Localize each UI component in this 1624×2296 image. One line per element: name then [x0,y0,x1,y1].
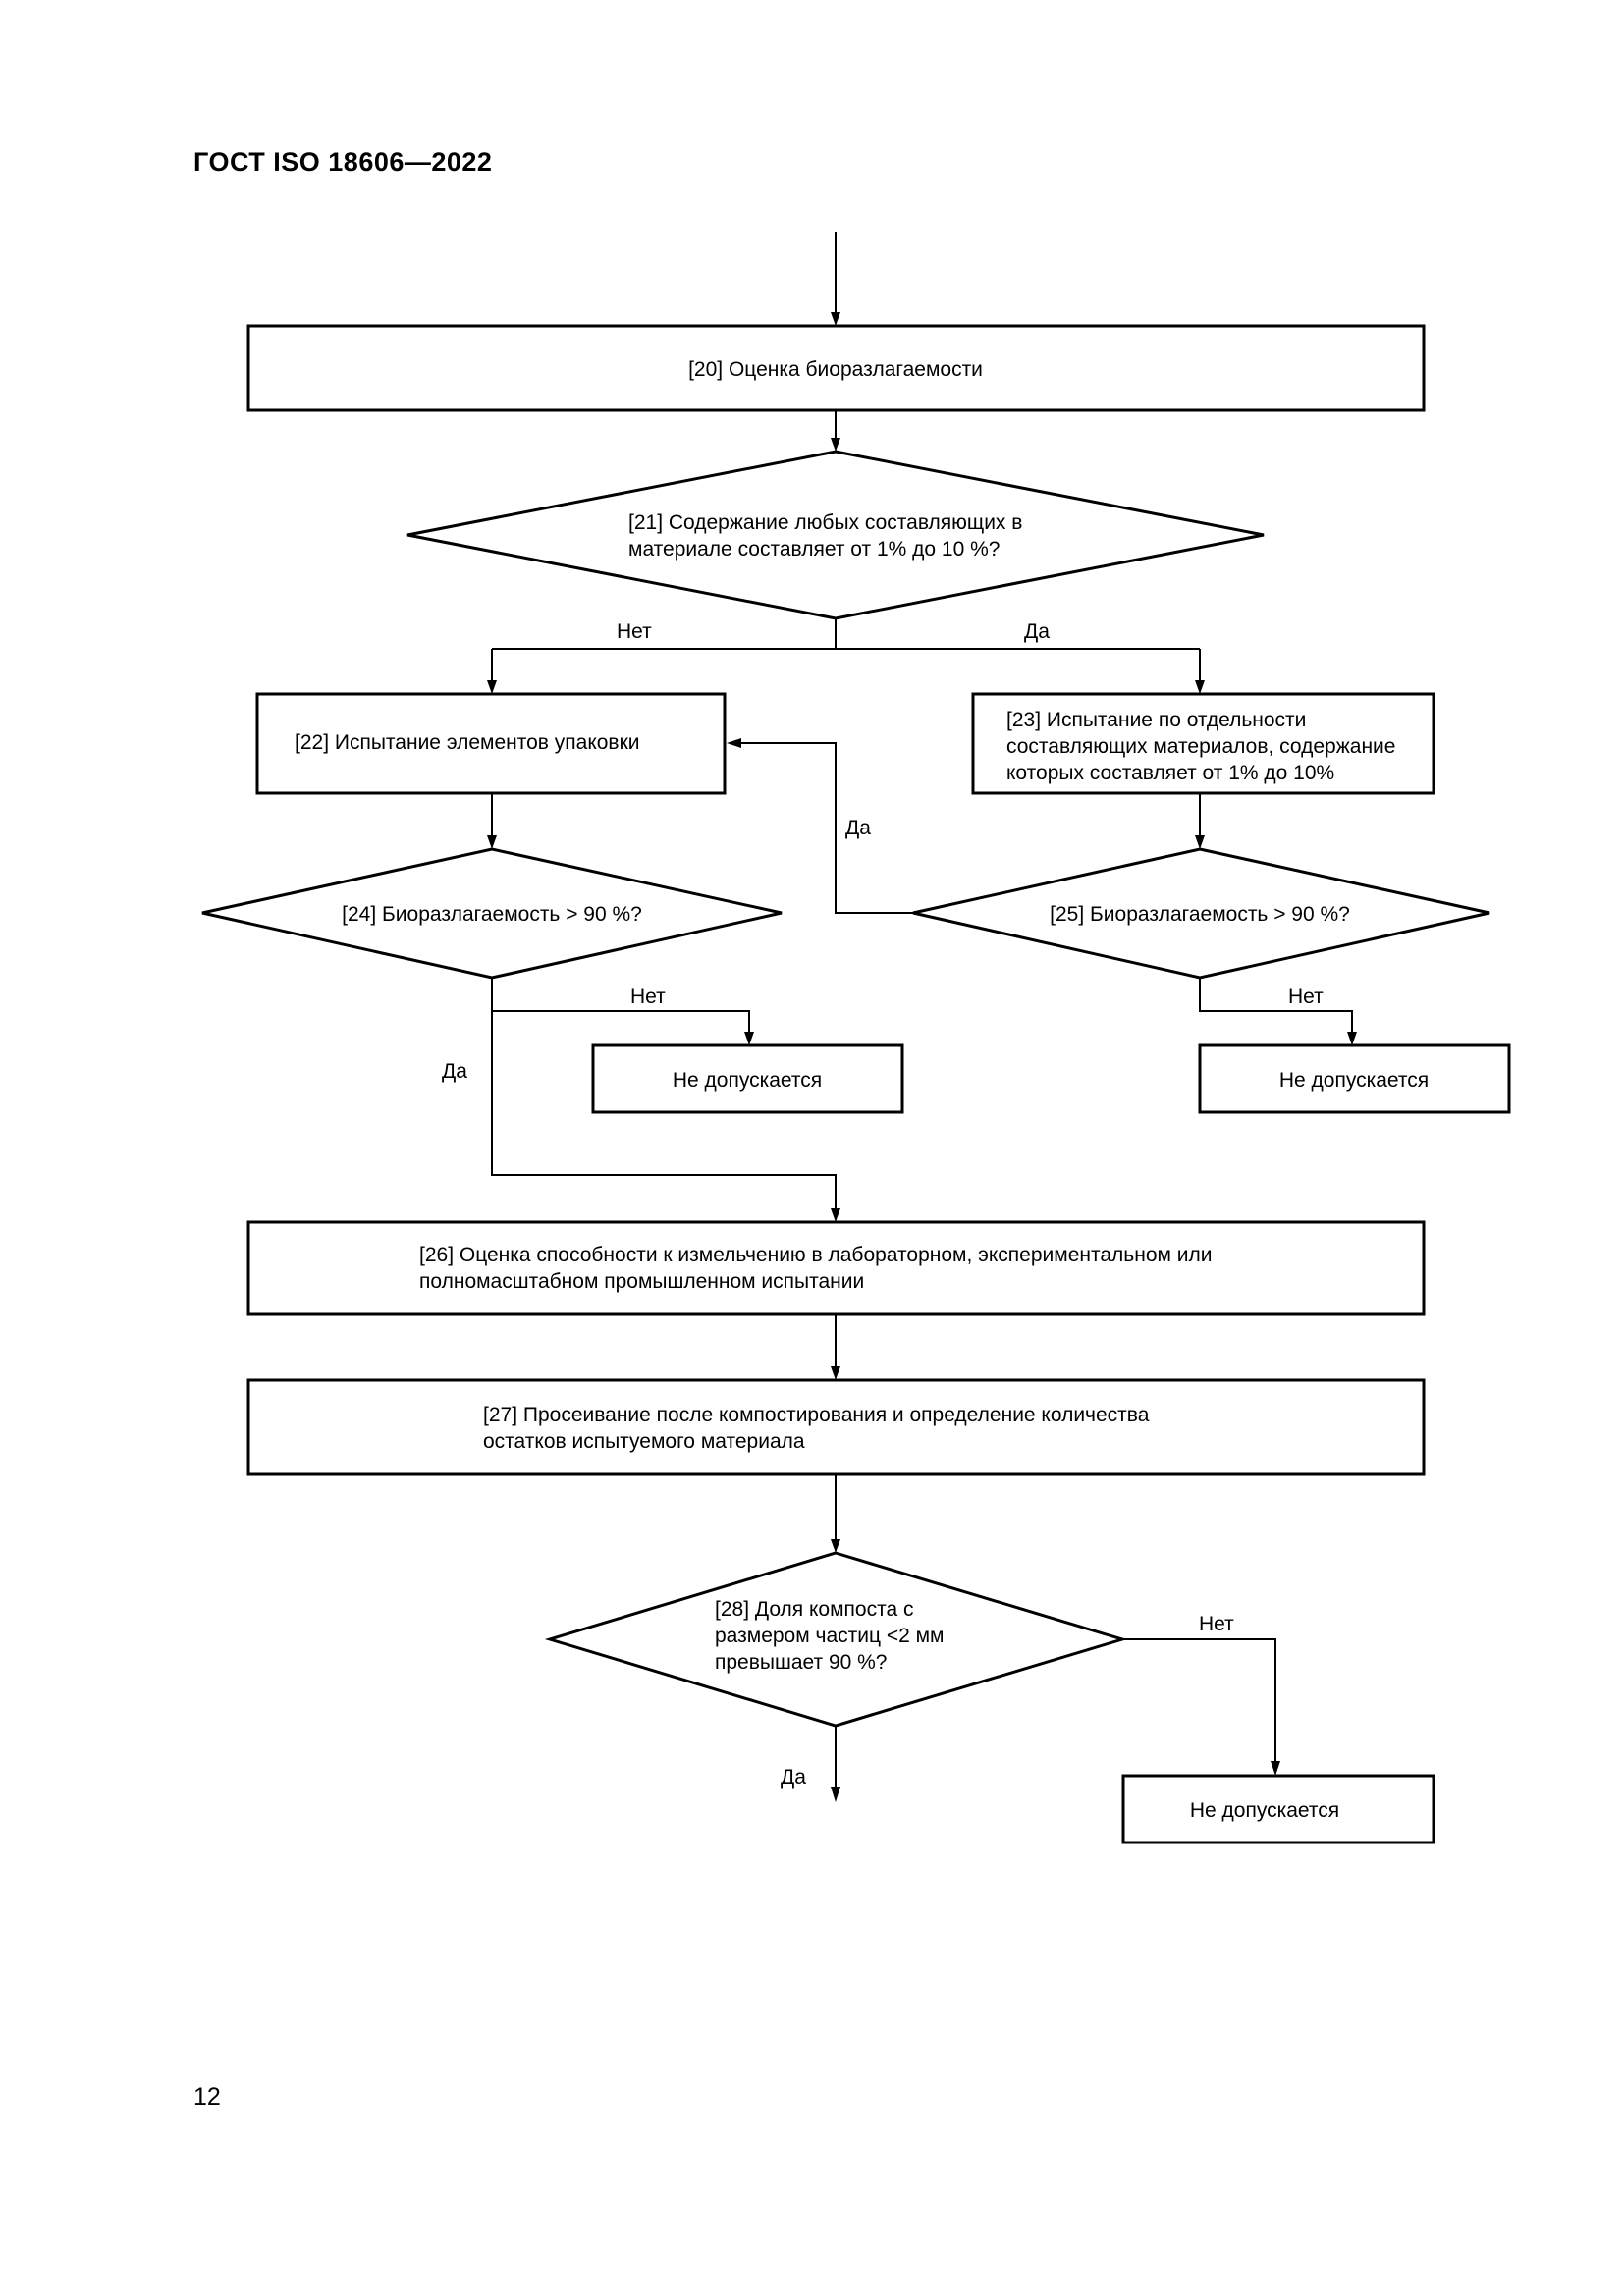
page-number: 12 [193,2083,221,2110]
flow-shapes [201,324,1511,1844]
arrowhead [831,1208,840,1222]
diamond-24-text: [24] Биоразлагаемость > 90 %? [342,903,642,926]
arrowhead [1195,835,1205,849]
diamond-21-text-line-2: материале составляет от 1% до 10 %? [628,538,1000,561]
arrowhead [1347,1032,1357,1045]
reject-24-text: Не допускается [673,1069,822,1092]
box-23-text-line-3: которых составляет от 1% до 10% [1006,762,1334,784]
arrowhead [1195,680,1205,694]
reject-28-text: Не допускается [1190,1799,1339,1822]
process-box-27 [246,1378,1426,1476]
process-box-26 [246,1220,1426,1316]
box-27-text-line-1: [27] Просеивание после компостирования и… [483,1404,1150,1426]
document-header: ГОСТ ISO 18606—2022 [193,147,493,177]
box-27-text-line-2: остатков испытуемого материала [483,1430,805,1453]
box-22-text: [22] Испытание элементов упаковки [295,731,640,754]
diamond-28-text-line-1: [28] Доля компоста с [715,1598,913,1621]
reject-box-25 [1198,1043,1511,1114]
arrowhead [831,1366,840,1380]
reject-box-28 [1121,1774,1435,1844]
flow-texts: [20] Оценка биоразлагаемости [21] Содерж… [295,358,1429,1822]
arrowhead [831,1787,840,1802]
label-25-yes: Да [845,817,871,839]
connector-24-no [491,978,750,1035]
flow-connectors [491,232,1353,1789]
label-21-yes: Да [1024,620,1050,643]
arrowhead [1271,1761,1280,1776]
label-28-no: Нет [1199,1613,1234,1635]
decision-diamond-21 [406,450,1265,620]
label-24-yes: Да [442,1060,467,1083]
box-20-text: [20] Оценка биоразлагаемости [688,358,983,381]
label-24-no: Нет [630,986,666,1008]
connector-28-no [1122,1638,1276,1764]
connector-25-yes-to-22 [738,742,913,914]
diamond-21-text-line-1: [21] Содержание любых составляющих в [628,511,1022,534]
decision-diamond-25 [912,847,1490,980]
process-box-23 [971,692,1435,795]
arrowhead [487,835,497,849]
arrowhead [727,738,741,748]
box-26-text-line-2: полномасштабном промышленном испытании [419,1270,864,1293]
box-23-text-line-1: [23] Испытание по отдельности [1006,709,1306,731]
diamond-25-text: [25] Биоразлагаемость > 90 %? [1050,903,1350,926]
arrowhead [831,312,840,326]
diamond-28-text-line-3: превышает 90 %? [715,1651,888,1674]
reject-box-24 [591,1043,904,1114]
arrowheads [487,312,1357,1802]
connector-24-yes [491,1011,837,1211]
connector-21-split [491,618,1201,683]
box-23-text-line-2: составляющих материалов, содержание [1006,735,1395,758]
process-box-22 [255,692,727,795]
label-25-no: Нет [1288,986,1324,1008]
label-28-yes: Да [781,1766,806,1789]
decision-diamond-28 [544,1551,1128,1728]
reject-25-text: Не допускается [1279,1069,1429,1092]
arrowhead [831,1539,840,1553]
connector-25-no [1199,978,1353,1035]
diamond-28-text-line-2: размером частиц <2 мм [715,1625,944,1647]
arrowhead [487,680,497,694]
box-26-text-line-1: [26] Оценка способности к измельчению в … [419,1244,1213,1266]
arrowhead [831,438,840,452]
arrowhead [744,1032,754,1045]
label-21-no: Нет [617,620,652,643]
process-box-20 [246,324,1426,412]
decision-diamond-24 [201,847,783,980]
